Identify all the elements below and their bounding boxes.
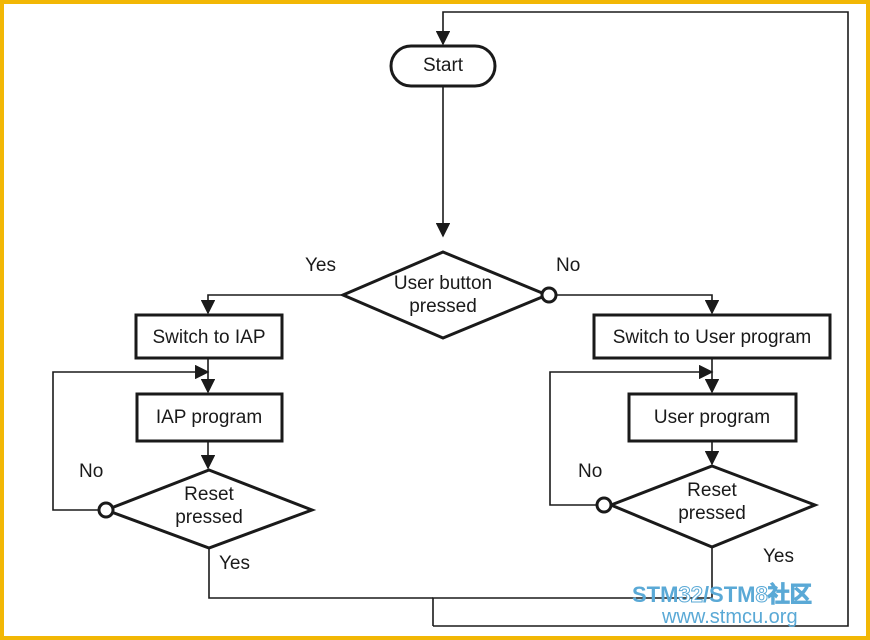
iap-program-label: IAP program [156, 407, 262, 428]
reset-right-label-line1: Reset [687, 480, 737, 501]
reset-left-label-line2: pressed [175, 507, 243, 528]
edge-label-user-no: No [556, 255, 580, 276]
reset-left-decision [101, 468, 317, 550]
left-no-connector-dot [97, 501, 115, 519]
connectors [52, 11, 849, 627]
edge-label-user-yes: Yes [305, 255, 336, 276]
edge-label-left-yes: Yes [219, 553, 250, 574]
watermark-url: www.stmcu.org [661, 606, 798, 628]
user-button-decision [339, 250, 551, 340]
switch-user-label: Switch to User program [613, 327, 812, 348]
edge-label-right-no: No [578, 461, 602, 482]
connector-loop-to-start [433, 11, 849, 627]
reset-left-label-line1: Reset [184, 484, 234, 505]
switch-iap-label: Switch to IAP [153, 327, 266, 348]
edge-label-right-yes: Yes [763, 546, 794, 567]
iap-program-box [135, 392, 284, 443]
watermark-brand: STM32/STM8社区 [632, 582, 812, 607]
connector-right-reset-yes [432, 547, 713, 626]
user-button-label-line2: pressed [409, 296, 477, 317]
start-terminator [389, 44, 497, 88]
connector-left-no-loop [52, 364, 210, 511]
user-program-box [627, 392, 798, 443]
switch-iap-box [134, 313, 284, 360]
connector-left-reset-yes [208, 548, 433, 599]
connector-right-no-loop [549, 364, 714, 506]
user-program-label: User program [654, 407, 770, 428]
watermark: STM32/STM8社区 www.stmcu.org [632, 582, 812, 629]
user-button-label-line1: User button [394, 273, 492, 294]
reset-right-label-line2: pressed [678, 503, 746, 524]
connector-no-branch [557, 294, 720, 315]
switch-user-box [592, 313, 832, 360]
start-label: Start [423, 55, 464, 76]
edge-label-left-no: No [79, 461, 103, 482]
right-no-connector-dot [595, 496, 613, 514]
reset-right-decision [606, 464, 820, 549]
no-connector-dot [540, 286, 558, 304]
connector-yes-branch [200, 294, 343, 315]
